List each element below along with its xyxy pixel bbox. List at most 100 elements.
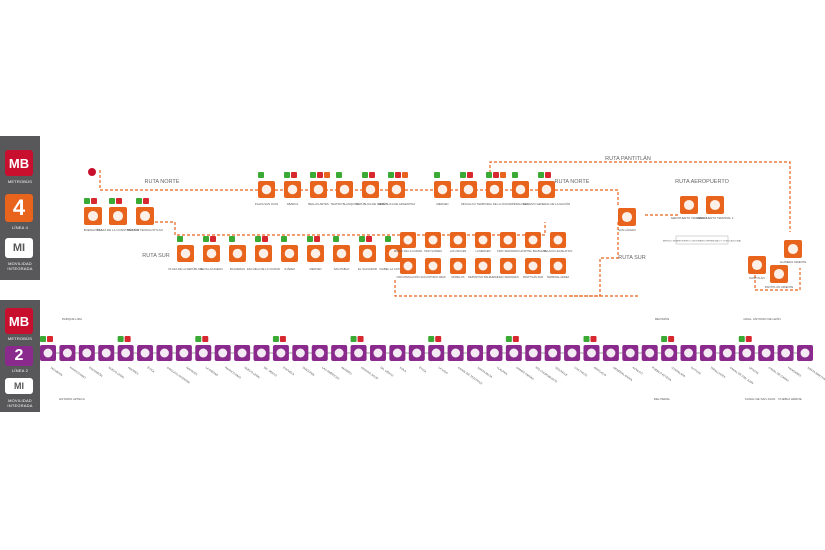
access-icons bbox=[117, 336, 124, 342]
transfer-label: PUEBLA HÉROE bbox=[778, 396, 801, 401]
station-label: PLAZA SAN JUAN bbox=[255, 202, 278, 206]
route-label-pantitlan: RUTA PANTITLÁN bbox=[605, 155, 651, 162]
station-tile bbox=[40, 345, 56, 361]
station-label: FRAY SERVANDO bbox=[497, 249, 519, 253]
pictogram-glyph bbox=[664, 348, 674, 358]
station-tile bbox=[434, 181, 451, 198]
access-icons bbox=[91, 198, 97, 204]
pictogram-glyph bbox=[428, 235, 438, 245]
station-tile bbox=[136, 207, 154, 225]
station-tile bbox=[311, 345, 328, 361]
access-icons bbox=[262, 236, 268, 242]
pictogram-glyph bbox=[773, 268, 785, 280]
access-icons bbox=[116, 198, 122, 204]
access-icons bbox=[333, 236, 339, 242]
station-tile bbox=[602, 345, 619, 361]
access-icons bbox=[388, 172, 394, 178]
station-tile bbox=[310, 181, 327, 198]
station-tile bbox=[641, 345, 658, 361]
station-tile bbox=[389, 345, 406, 361]
mi-logo: MI bbox=[5, 378, 33, 394]
station-label: GOMEZ FARÍAS bbox=[515, 366, 535, 381]
pictogram-glyph bbox=[403, 235, 413, 245]
metrobus-label: METROBÚS bbox=[7, 179, 33, 184]
station-tile bbox=[500, 232, 516, 248]
station-tile bbox=[117, 345, 134, 361]
station-tile bbox=[525, 258, 541, 274]
station-label: SANTA ANITA bbox=[476, 366, 493, 379]
station-tile bbox=[450, 232, 466, 248]
access-icons bbox=[47, 336, 53, 342]
pictogram-glyph bbox=[232, 248, 243, 259]
station-tile bbox=[622, 345, 639, 361]
access-icons bbox=[336, 172, 342, 178]
station-tile bbox=[203, 245, 220, 262]
station-tile bbox=[425, 258, 441, 274]
access-icons bbox=[538, 172, 544, 178]
station-tile bbox=[719, 345, 736, 361]
station-tile bbox=[505, 345, 522, 361]
station-label: ESCANDÓN bbox=[88, 365, 104, 378]
route-label-sur: RUTA SUR bbox=[142, 253, 169, 259]
station-label: ESCUELA DE LA CIUDAD bbox=[247, 267, 280, 271]
access-icons bbox=[366, 236, 372, 242]
station-tile bbox=[333, 245, 350, 262]
pictogram-glyph bbox=[392, 348, 402, 358]
access-icons bbox=[500, 172, 506, 178]
access-icons bbox=[229, 236, 235, 242]
station-label: TEZONTLE bbox=[554, 366, 568, 378]
station-label: REVILLAGIGEDO bbox=[200, 267, 224, 271]
transfer-label: ESTADIO AZTECA bbox=[59, 397, 84, 401]
access-icons bbox=[460, 172, 466, 178]
station-tile bbox=[408, 345, 425, 361]
pictogram-glyph bbox=[515, 184, 526, 195]
station-label: SANTA MARTHA bbox=[806, 366, 825, 382]
pictogram-glyph bbox=[276, 348, 286, 358]
pictogram-glyph bbox=[412, 348, 422, 358]
access-icons bbox=[434, 172, 440, 178]
pictogram-glyph bbox=[140, 348, 150, 358]
access-icons bbox=[486, 172, 492, 178]
station-label: MUSEO DE LA CIUDAD bbox=[394, 249, 422, 253]
pictogram-glyph bbox=[503, 261, 513, 271]
station-tile bbox=[78, 345, 95, 361]
pictogram-glyph bbox=[336, 248, 347, 259]
station-tile bbox=[770, 265, 788, 283]
station-tile bbox=[661, 345, 678, 361]
station-tile bbox=[748, 256, 766, 274]
pictogram-glyph bbox=[621, 211, 633, 223]
pictogram-glyph bbox=[703, 348, 713, 358]
station-label: BALDERAS bbox=[230, 267, 245, 271]
pictogram-glyph bbox=[625, 348, 635, 358]
station-tile bbox=[460, 181, 477, 198]
access-icons bbox=[668, 336, 675, 342]
access-icons bbox=[109, 198, 115, 204]
pictogram-glyph bbox=[503, 235, 513, 245]
pictogram-glyph bbox=[310, 248, 321, 259]
pictogram-glyph bbox=[528, 261, 538, 271]
access-icons bbox=[258, 172, 264, 178]
station-tile bbox=[583, 345, 600, 361]
access-icons bbox=[467, 172, 473, 178]
pictogram-glyph bbox=[781, 348, 791, 358]
station-label: ACULCO bbox=[632, 366, 645, 376]
station-label: NUEVO LEÓN bbox=[244, 365, 262, 380]
access-icons bbox=[402, 172, 408, 178]
station-label: ARCHIVO GENERAL DE LA NACIÓN bbox=[523, 201, 570, 206]
pictogram-glyph bbox=[121, 348, 131, 358]
pictogram-glyph bbox=[453, 261, 463, 271]
pictogram-glyph bbox=[373, 348, 383, 358]
station-tile bbox=[175, 345, 192, 361]
pictogram-glyph bbox=[295, 348, 305, 358]
access-icons bbox=[310, 172, 316, 178]
station-tile bbox=[234, 345, 251, 361]
station-label: BUENAVISTA bbox=[84, 228, 103, 232]
station-label: AEROPUERTO TERMINAL 1 bbox=[671, 216, 708, 220]
access-icons bbox=[307, 236, 313, 242]
station-tile bbox=[177, 245, 194, 262]
access-icons bbox=[291, 172, 297, 178]
access-icons bbox=[324, 172, 330, 178]
access-icons bbox=[359, 236, 365, 242]
pictogram-glyph bbox=[606, 348, 616, 358]
